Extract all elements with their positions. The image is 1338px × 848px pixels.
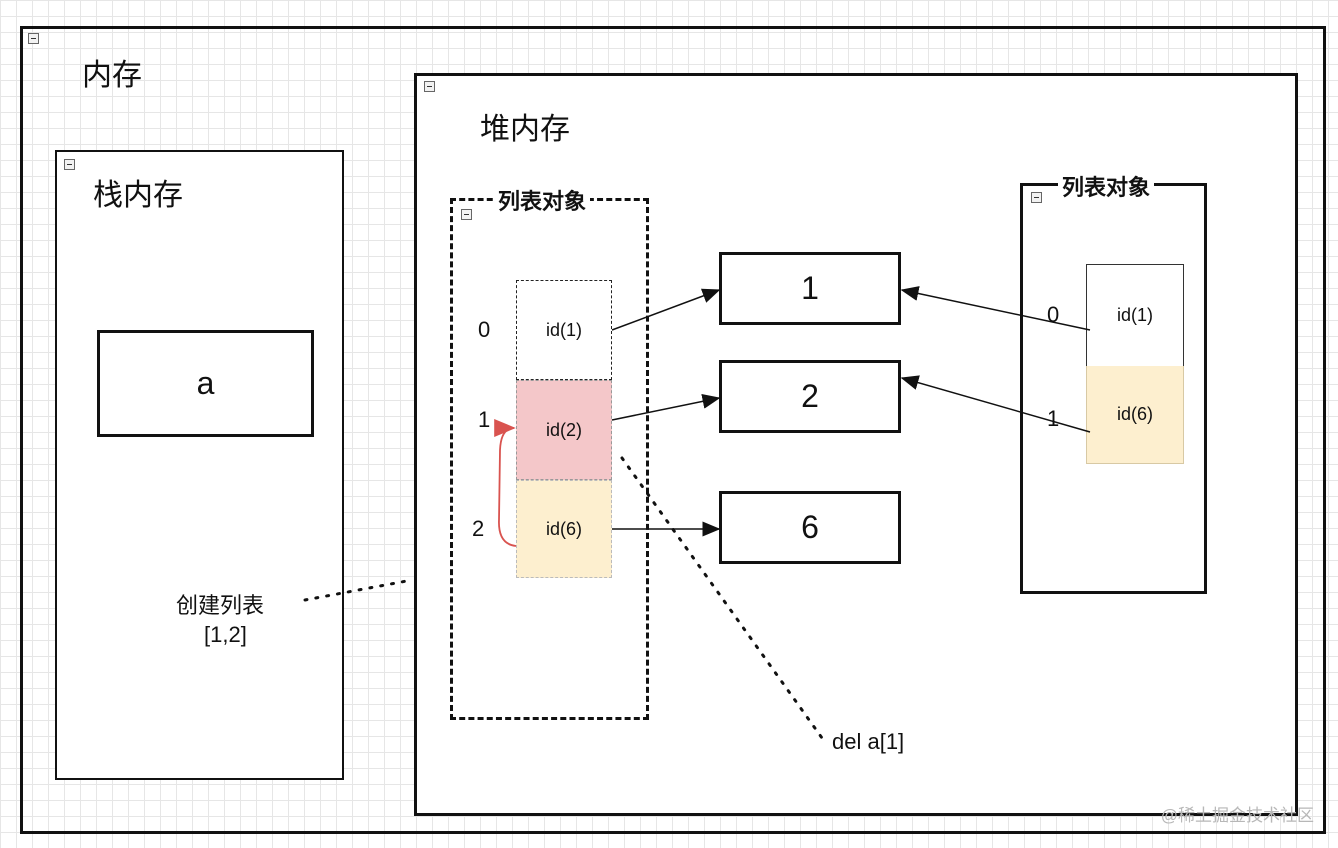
right-index-0: 0 — [1047, 302, 1060, 327]
value-box-2: 2 — [719, 360, 901, 433]
right-cell-id6: id(6) — [1086, 366, 1184, 464]
heap-title: 堆内存 — [480, 113, 570, 146]
left-index-1: 1 — [478, 407, 491, 432]
right-list-title: 列表对象 — [1058, 170, 1155, 202]
create-list-label-line1: 创建列表 — [176, 593, 265, 618]
stack-collapse-icon[interactable] — [64, 159, 75, 170]
create-list-label-line2: [1,2] — [204, 622, 247, 647]
heap-collapse-icon[interactable] — [424, 81, 435, 92]
memory-title: 内存 — [82, 59, 142, 92]
watermark: @稀土掘金技术社区 — [1160, 806, 1314, 825]
memory-container — [20, 26, 1326, 834]
memory-collapse-icon[interactable] — [28, 33, 39, 44]
left-index-0: 0 — [478, 317, 491, 342]
left-list-collapse-icon[interactable] — [461, 209, 472, 220]
left-cell-id1: id(1) — [516, 280, 612, 380]
value-box-6: 6 — [719, 491, 901, 564]
left-cell-id6: id(6) — [516, 480, 612, 578]
left-list-title: 列表对象 — [494, 184, 591, 216]
left-cell-id2-deleted: id(2) — [516, 380, 612, 480]
left-index-2: 2 — [472, 516, 485, 541]
stack-container — [55, 150, 344, 780]
value-box-1: 1 — [719, 252, 901, 325]
right-cell-id1: id(1) — [1086, 264, 1184, 366]
right-list-collapse-icon[interactable] — [1031, 192, 1042, 203]
stack-variable-a: a — [97, 330, 314, 437]
delete-annotation: del a[1] — [832, 729, 905, 754]
right-index-1: 1 — [1047, 406, 1060, 431]
stack-title: 栈内存 — [93, 179, 183, 212]
